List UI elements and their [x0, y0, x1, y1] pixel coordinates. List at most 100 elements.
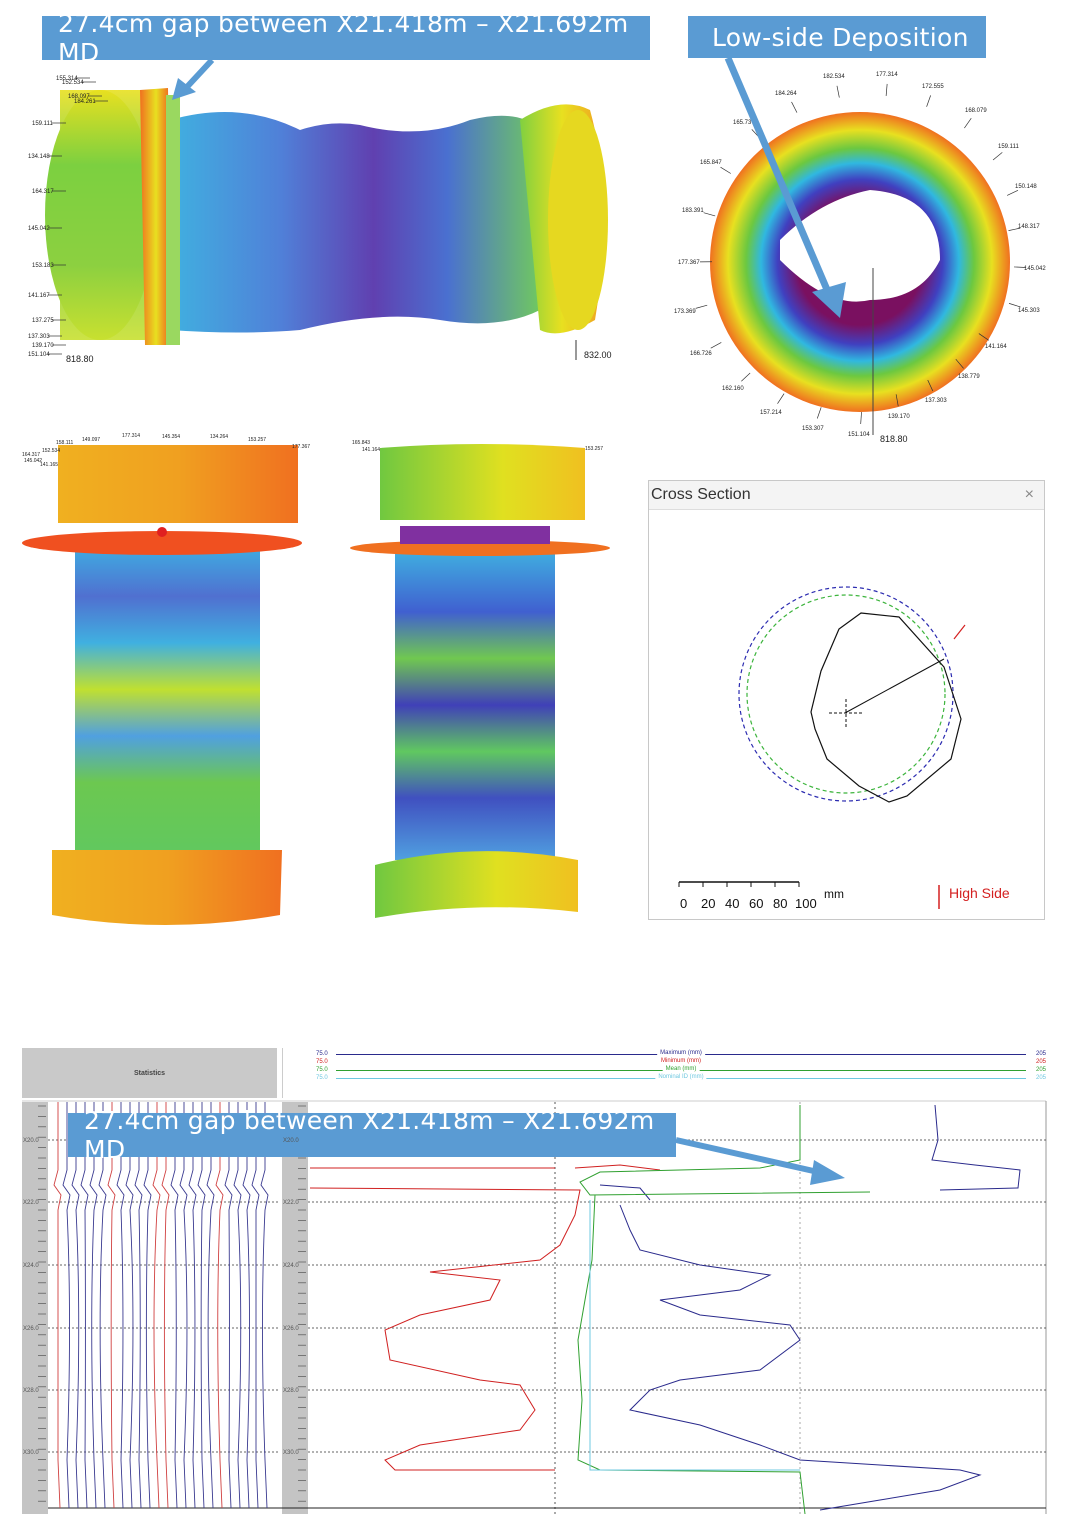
side-label: 152.534 — [62, 80, 84, 86]
vertical-label-a: 177.314 — [122, 433, 140, 439]
depth-label-left: X22.0 — [23, 1200, 39, 1206]
depth-label-left: X26.0 — [23, 1326, 39, 1332]
caliper-profile — [810, 612, 962, 803]
high-side-marker — [953, 624, 966, 640]
finger-trace — [89, 1102, 98, 1509]
finger-trace — [242, 1102, 251, 1509]
side-depth-end: 832.00 — [584, 350, 612, 360]
radius-label: 145.042 — [1024, 266, 1046, 272]
depth-label-left: X28.0 — [23, 1388, 39, 1394]
vertical-label-a: 158.111 — [56, 440, 74, 446]
side-label: 155.314 — [56, 76, 78, 82]
radius-label: 141.164 — [985, 344, 1007, 350]
depth-label-left: X24.0 — [23, 1263, 39, 1269]
finger-trace — [197, 1102, 206, 1509]
finger-trace — [251, 1102, 260, 1509]
side-label: 137.275 — [32, 318, 54, 324]
finger-trace — [188, 1102, 197, 1509]
finger-trace — [152, 1102, 161, 1509]
finger-trace — [224, 1102, 233, 1509]
vertical-label-b: 153.257 — [585, 446, 603, 452]
side-label: 137.303 — [28, 334, 50, 340]
finger-trace — [107, 1102, 116, 1509]
vertical-label-a: 164.317 — [22, 452, 40, 458]
side-label: 145.042 — [28, 226, 50, 232]
finger-trace — [62, 1102, 71, 1509]
scale-tick: 100 — [795, 896, 817, 911]
side-label: 153.183 — [32, 263, 54, 269]
scale-unit: mm — [824, 887, 844, 901]
vertical-label-a: 145.042 — [24, 458, 42, 464]
finger-trace — [179, 1102, 188, 1509]
side-label: 139.170 — [32, 343, 54, 349]
radius-label: 177.314 — [876, 72, 898, 78]
radius-label: 162.160 — [722, 386, 744, 392]
finger-trace — [161, 1102, 170, 1509]
cross-section-plot: 0 20 40 60 80 100 mm High Side — [678, 586, 1010, 911]
radius-label: 145.303 — [1018, 308, 1040, 314]
side-depth-start: 818.80 — [66, 354, 94, 364]
statistics-header: Statistics — [22, 1048, 277, 1098]
pipe-side-view: 155.314152.534168.097184.261159.111134.1… — [28, 76, 612, 364]
finger-trace — [260, 1102, 269, 1509]
radius-label: 157.214 — [760, 410, 782, 416]
cross-section-titlebar[interactable]: Cross Section × — [649, 481, 1044, 510]
radius-label: 173.369 — [674, 309, 696, 315]
radius-label: 177.367 — [678, 260, 700, 266]
nominal-curve — [589, 1200, 800, 1471]
high-side-label: High Side — [949, 885, 1010, 901]
radius-label: 159.111 — [998, 144, 1019, 150]
vertical-label-a: 141.165 — [40, 462, 58, 468]
minimum-curve — [309, 1164, 661, 1471]
radius-label: 150.148 — [1015, 184, 1037, 190]
scale-tick: 80 — [773, 896, 787, 911]
vertical-label-a: 177.367 — [292, 444, 310, 450]
side-label: 168.097 — [68, 94, 90, 100]
maximum-curve — [599, 1104, 1021, 1511]
radius-label: 165.847 — [700, 160, 722, 166]
side-label: 151.104 — [28, 352, 50, 358]
vertical-label-a: 153.257 — [248, 437, 266, 443]
depth-label-left: X20.0 — [23, 1138, 39, 1144]
scale-tick: 20 — [701, 896, 715, 911]
radius-label: 137.303 — [925, 398, 947, 404]
side-label: 164.317 — [32, 189, 54, 195]
radius-label: 182.534 — [823, 74, 845, 80]
curve-header — [282, 1048, 1049, 1098]
scale-tick: 40 — [725, 896, 739, 911]
radius-label: 166.726 — [690, 351, 712, 357]
finger-trace — [134, 1102, 143, 1509]
radius-label: 153.307 — [802, 426, 824, 432]
finger-trace — [215, 1102, 224, 1509]
finger-trace — [53, 1102, 62, 1509]
scale-bar — [678, 881, 800, 887]
radius-label: 139.170 — [888, 414, 910, 420]
side-label: 159.111 — [32, 121, 53, 127]
side-label: 141.167 — [28, 293, 50, 299]
scale-tick: 60 — [749, 896, 763, 911]
gap-callout-log: 27.4cm gap between X21.418m – X21.692m M… — [68, 1106, 676, 1164]
vertical-label-b: 165.843 — [352, 440, 370, 446]
scale-tick: 0 — [680, 896, 687, 911]
finger-trace — [125, 1102, 134, 1509]
radius-label: 151.104 — [848, 432, 870, 438]
vertical-label-a: 145.354 — [162, 434, 180, 440]
radius-label: 138.779 — [958, 374, 980, 380]
radius-label: 172.555 — [922, 84, 944, 90]
close-icon[interactable]: × — [1024, 486, 1034, 503]
vertical-label-a: 149.097 — [82, 437, 100, 443]
inner-circle — [746, 594, 946, 794]
low-side-callout: Low-side Deposition — [688, 16, 986, 58]
finger-trace — [206, 1102, 215, 1509]
finger-trace — [170, 1102, 179, 1509]
depth-track-right — [282, 1102, 308, 1514]
side-label: 134.148 — [28, 154, 50, 160]
finger-trace — [71, 1102, 80, 1509]
vertical-label-b: 141.164 — [362, 447, 380, 453]
